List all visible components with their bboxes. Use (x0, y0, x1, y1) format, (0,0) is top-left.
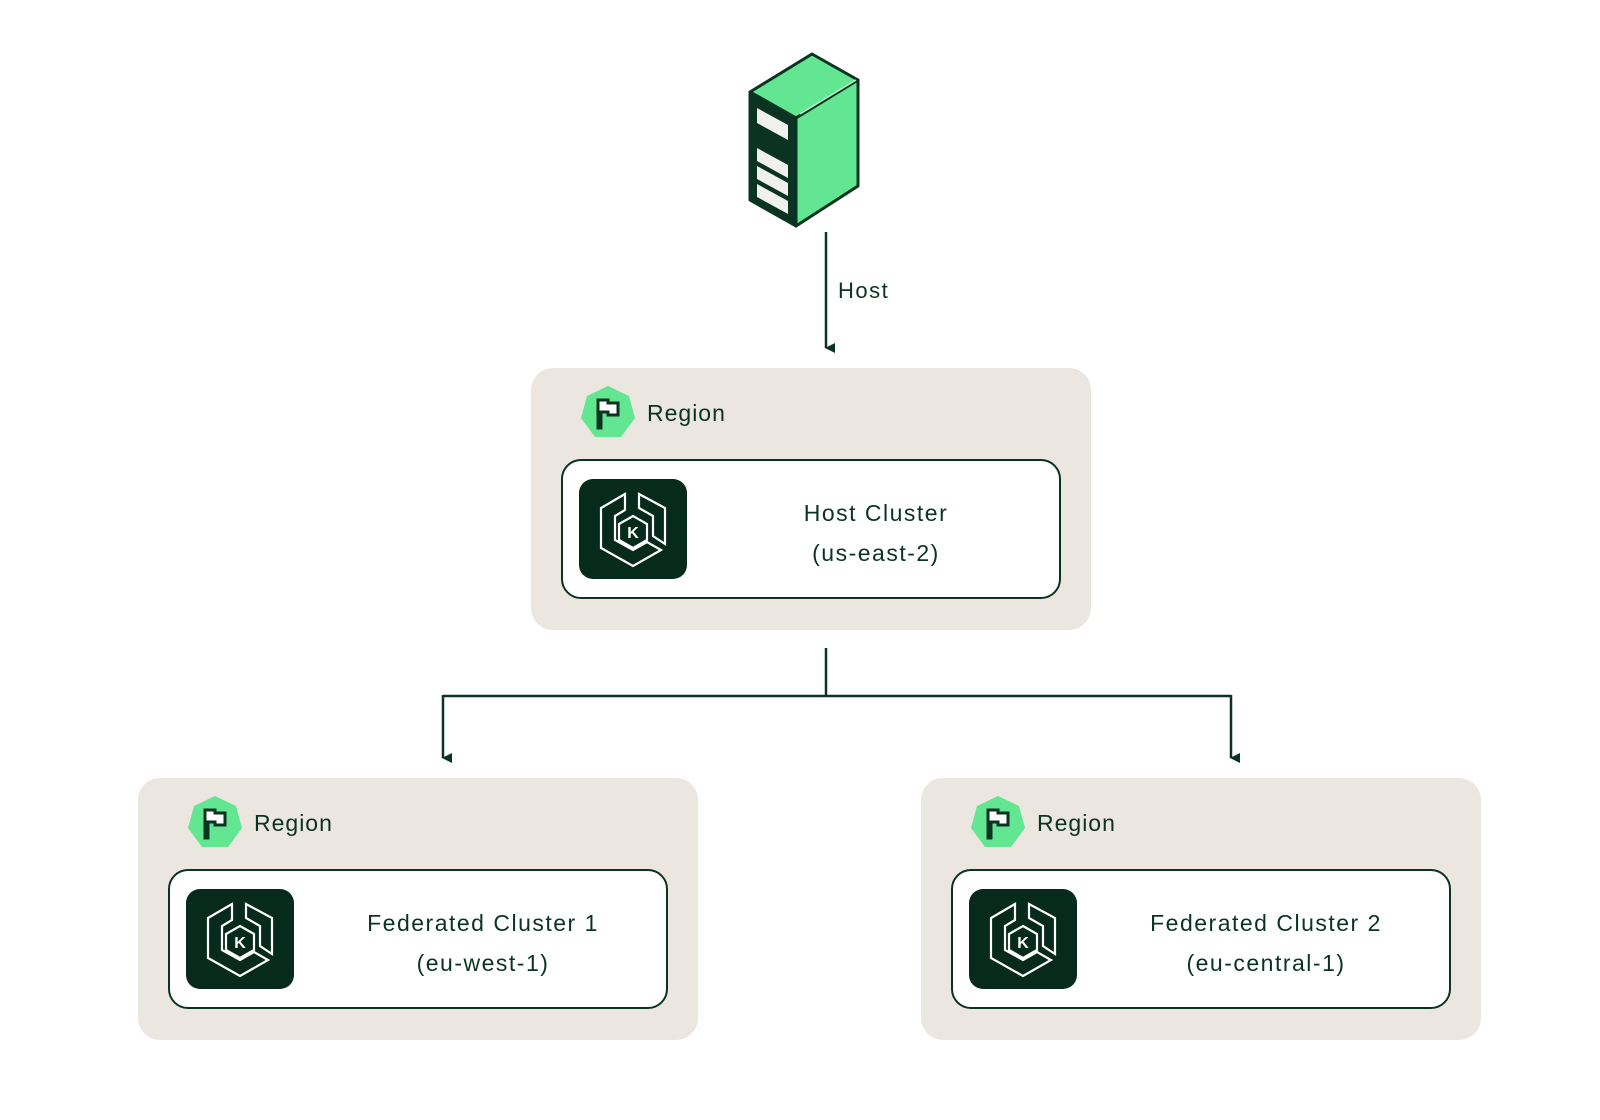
cluster-text: Federated Cluster 2 (eu-central-1) (1083, 903, 1449, 983)
kubernetes-icon: K (579, 479, 687, 579)
host-edge-label: Host (838, 278, 890, 303)
federated-region-2: Region K Federated Cluster 2 (eu-central… (921, 778, 1481, 1040)
svg-text:K: K (627, 525, 639, 542)
cluster-text: Host Cluster (us-east-2) (693, 493, 1059, 573)
region-label: Region (1037, 809, 1116, 836)
server-icon (748, 52, 860, 228)
cluster-location: (us-east-2) (812, 540, 940, 566)
cluster-name: Federated Cluster 1 (367, 910, 599, 936)
cluster-name: Host Cluster (803, 500, 949, 526)
flag-icon (188, 796, 242, 847)
federated-region-1: Region K Federated Cluster 1 (eu-west-1) (138, 778, 698, 1040)
region-header: Region (186, 794, 333, 852)
cluster-text: Federated Cluster 1 (eu-west-1) (300, 903, 666, 983)
federated-cluster-2-card[interactable]: K Federated Cluster 2 (eu-central-1) (951, 869, 1451, 1009)
cluster-location: (eu-west-1) (416, 950, 550, 976)
region-header: Region (969, 794, 1116, 852)
region-header: Region (579, 384, 726, 442)
svg-text:K: K (234, 935, 246, 952)
region-label: Region (254, 809, 333, 836)
cluster-location: (eu-central-1) (1186, 950, 1346, 976)
kubernetes-icon: K (186, 889, 294, 989)
kubernetes-icon: K (969, 889, 1077, 989)
host-cluster-card[interactable]: K Host Cluster (us-east-2) (561, 459, 1061, 599)
flag-icon (581, 386, 635, 437)
cluster-name: Federated Cluster 2 (1150, 910, 1382, 936)
federated-cluster-1-card[interactable]: K Federated Cluster 1 (eu-west-1) (168, 869, 668, 1009)
region-label: Region (647, 399, 726, 426)
host-region: Region K Host Cluster (us-east-2) (531, 368, 1091, 630)
flag-icon (971, 796, 1025, 847)
svg-text:K: K (1017, 935, 1029, 952)
